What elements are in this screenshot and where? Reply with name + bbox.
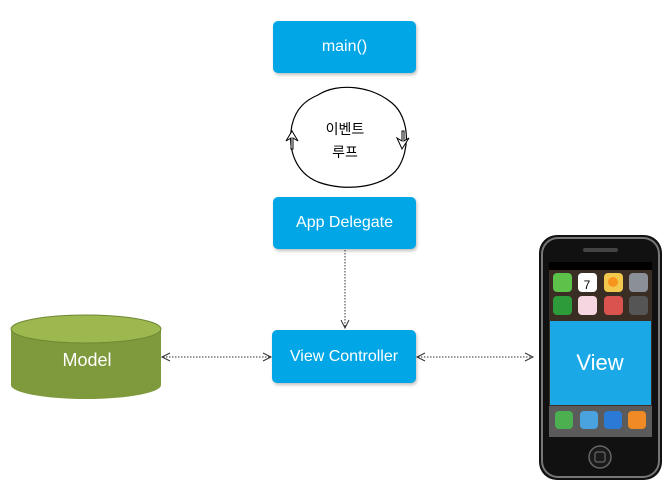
app-icons-row-2 xyxy=(553,296,648,315)
speaker-icon xyxy=(583,248,618,252)
event-loop-label-line1: 이벤트 xyxy=(325,122,365,138)
event-loop-circle xyxy=(290,86,407,188)
view-label: View xyxy=(576,350,624,375)
arrow-head-view-icon xyxy=(524,352,535,362)
home-button-icon xyxy=(588,445,612,469)
event-loop-label: 이벤트 루프 xyxy=(310,119,380,165)
main-box: main() xyxy=(273,21,416,73)
model-label: Model xyxy=(62,350,112,370)
model-database xyxy=(10,314,162,399)
loop-arrow-left-icon xyxy=(285,130,299,150)
dock-icons xyxy=(555,411,646,429)
arrow-head-model-icon xyxy=(160,352,171,362)
loop-arrow-right-icon xyxy=(395,130,410,151)
app-delegate-box: App Delegate xyxy=(273,197,416,249)
iphone-device: 7 xyxy=(539,235,662,480)
main-label: main() xyxy=(321,38,368,55)
view-controller-box: View Controller xyxy=(272,330,416,383)
svg-text:7: 7 xyxy=(584,278,591,292)
arrow-head-vc-left-icon xyxy=(262,352,273,362)
view-controller-label: View Controller xyxy=(289,347,399,365)
event-loop-label-line2: 루프 xyxy=(332,145,358,161)
arrow-head-vc-right-icon xyxy=(415,352,426,362)
app-delegate-label: App Delegate xyxy=(296,214,393,231)
app-icons-row-1: 7 xyxy=(553,273,648,292)
arrow-head-vc-top-icon xyxy=(340,319,350,330)
